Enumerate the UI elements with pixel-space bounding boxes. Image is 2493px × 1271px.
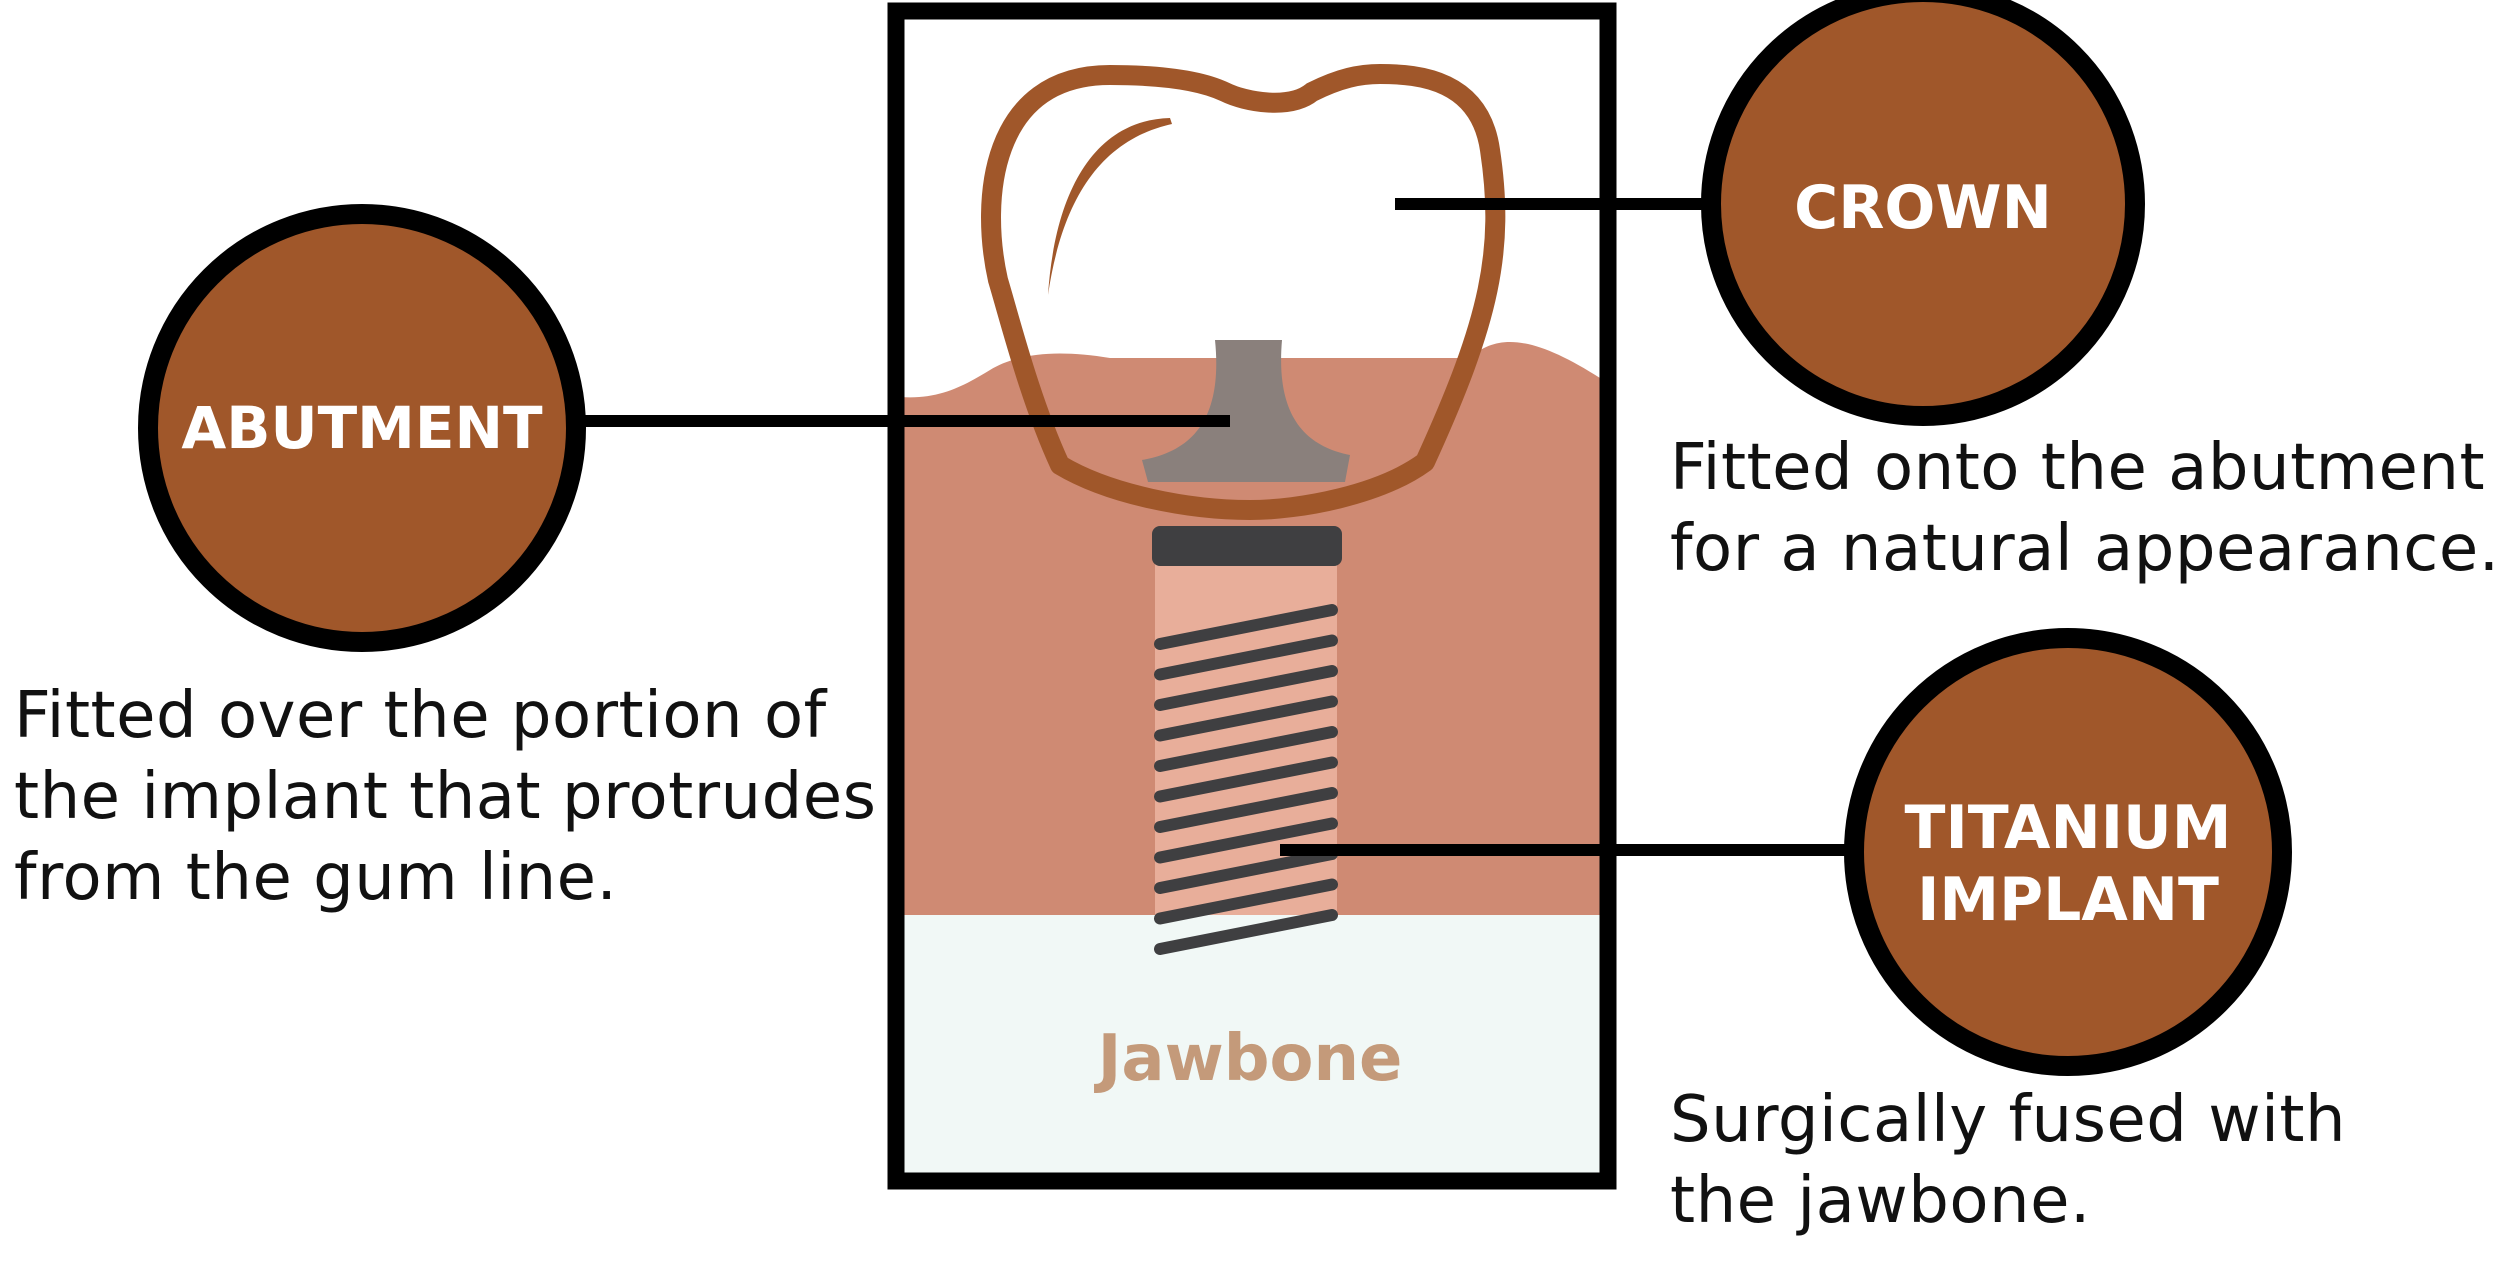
label-crown: CROWN: [1711, 0, 2135, 416]
implant-label-line2: IMPLANT: [1917, 865, 2219, 935]
jawbone-label: Jawbone: [1094, 1022, 1403, 1096]
implant-screw: [1152, 526, 1342, 949]
implant-label-line1: TITANIUM: [1905, 793, 2232, 863]
abutment-description-line: the implant that protrudes: [14, 757, 876, 838]
abutment-label: ABUTMENT: [181, 394, 543, 462]
crown-label: CROWN: [1794, 173, 2052, 243]
crown-description-line: for a natural appearance.: [1670, 509, 2493, 590]
abutment-description-line: from the gum line.: [14, 838, 876, 919]
implant-description: Surgically fused with the jawbone.: [1670, 1080, 2346, 1242]
abutment-description: Fitted over the portion of the implant t…: [14, 676, 876, 919]
label-abutment: ABUTMENT: [148, 214, 576, 642]
implant-description-line: Surgically fused with: [1670, 1080, 2346, 1161]
crown-highlight: [1048, 118, 1172, 295]
implant-collar: [1152, 526, 1342, 566]
abutment-description-line: Fitted over the portion of: [14, 676, 876, 757]
crown-description-line: Fitted onto the abutment: [1670, 428, 2493, 509]
label-implant: TITANIUM IMPLANT: [1854, 638, 2282, 1066]
cross-section: Jawbone: [896, 11, 1608, 1181]
crown-description: Fitted onto the abutment for a natural a…: [1670, 428, 2493, 590]
implant-description-line: the jawbone.: [1670, 1161, 2346, 1242]
